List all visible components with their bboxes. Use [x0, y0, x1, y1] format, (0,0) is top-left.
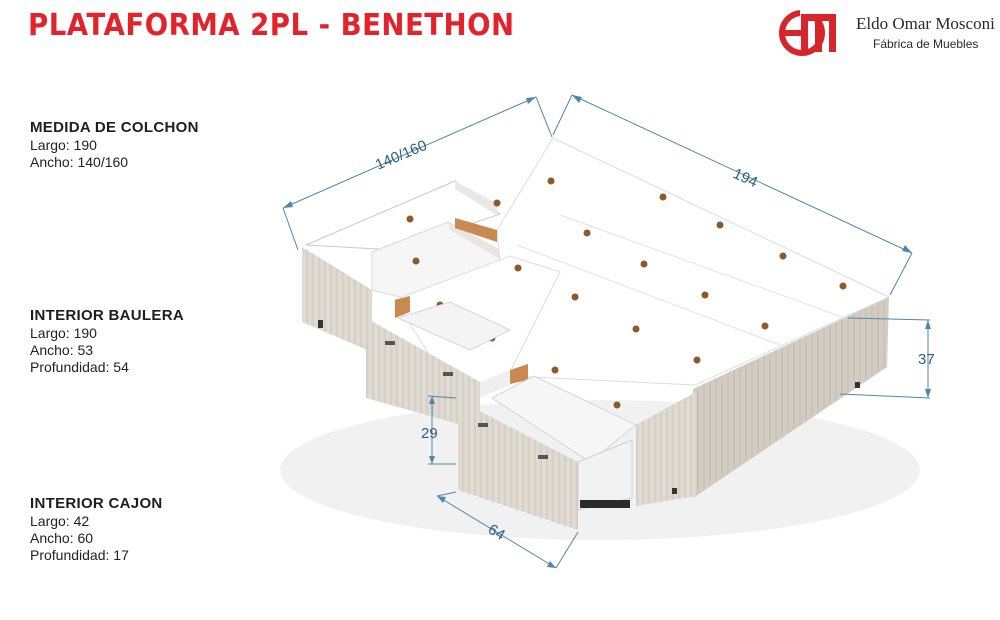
- brand-name: Eldo Omar Mosconi: [856, 14, 995, 33]
- dimension-drawer-width-label: 64: [485, 521, 508, 544]
- spec-mattress: MEDIDA DE COLCHON Largo: 190 Ancho: 140/…: [30, 118, 270, 171]
- brand-subtitle: Fábrica de Muebles: [873, 37, 979, 51]
- foot-panel: [636, 392, 696, 506]
- brand-block: Eldo Omar Mosconi Fábrica de Muebles: [776, 6, 995, 56]
- drawer-handle: [478, 423, 488, 427]
- spec-line: Largo: 190: [30, 325, 97, 341]
- storage-wall: [448, 222, 510, 262]
- side-panel-left: [302, 247, 372, 352]
- spec-line: Largo: 42: [30, 513, 90, 529]
- storage-lid: [305, 180, 502, 251]
- dimension-height-label: 37: [918, 351, 935, 368]
- drawer-left-front: [366, 318, 480, 430]
- spec-title: INTERIOR CAJON: [30, 495, 163, 512]
- spec-line: Largo: 190: [30, 137, 97, 153]
- dimension-length-label: 194: [730, 165, 760, 191]
- page-title: PLATAFORMA 2PL - BENETHON: [28, 8, 515, 43]
- drawer-handle: [443, 372, 453, 376]
- spec-line: Profundidad: 54: [30, 359, 129, 375]
- spec-line: Ancho: 140/160: [30, 154, 129, 170]
- spec-drawer: INTERIOR CAJON Largo: 42 Ancho: 60 Profu…: [30, 494, 270, 564]
- em-logo-icon: [779, 9, 840, 56]
- drawer-runner: [577, 439, 633, 511]
- spec-storage: INTERIOR BAULERA Largo: 190 Ancho: 53 Pr…: [30, 306, 270, 376]
- drawer-left-interior: [396, 301, 512, 351]
- drawer-right-front: [458, 400, 578, 530]
- dimension-width-label: 140/160: [373, 137, 430, 174]
- spec-title: MEDIDA DE COLCHON: [30, 119, 199, 136]
- side-panel-right: [693, 297, 889, 498]
- dimension-drawer-height-label: 29: [421, 425, 438, 442]
- spec-line: Profundidad: 17: [30, 547, 129, 563]
- drawer-handle: [538, 455, 548, 459]
- dimension-lines: [282, 94, 931, 569]
- spec-line: Ancho: 60: [30, 530, 94, 546]
- drawer-handle: [385, 341, 395, 345]
- spec-title: INTERIOR BAULERA: [30, 307, 184, 324]
- lid-edge: [455, 181, 498, 215]
- spec-line: Ancho: 53: [30, 342, 94, 358]
- drawer-right-interior: [491, 375, 637, 463]
